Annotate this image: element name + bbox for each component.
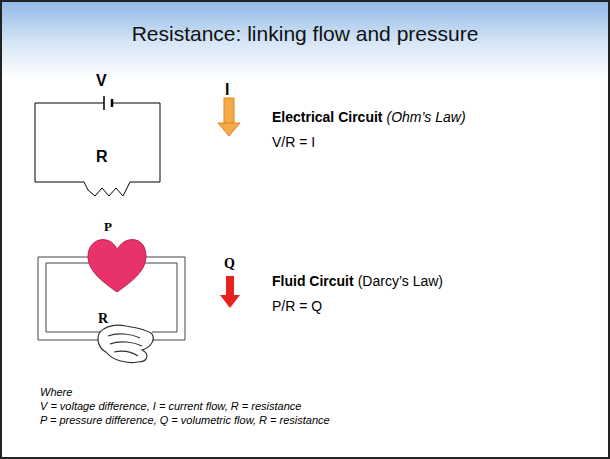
- note-line: P = pressure difference, Q = volumetric …: [40, 414, 330, 427]
- note-heading: Where: [40, 386, 72, 399]
- current-arrow: [218, 98, 240, 136]
- resistor-symbol: [84, 182, 130, 196]
- resistance-vessel: [98, 325, 153, 362]
- flow-label: Q: [224, 256, 235, 272]
- equation: P/R = Q: [272, 298, 322, 314]
- slide-title: Resistance: linking flow and pressure: [0, 22, 610, 46]
- resistance-label: R: [98, 311, 108, 327]
- heart-pump: [88, 240, 146, 292]
- flow-arrow: [220, 276, 240, 308]
- title-band: [0, 0, 610, 80]
- pressure-label: P: [104, 220, 112, 235]
- equation: V/R = I: [272, 134, 315, 150]
- circuit-heading: Electrical Circuit: [272, 109, 383, 125]
- circuit-heading: Fluid Circuit: [272, 273, 354, 289]
- voltage-label: V: [96, 72, 107, 90]
- electrical-circuit: [35, 96, 160, 196]
- note-line: V = voltage difference, I = current flow…: [40, 400, 301, 413]
- law-name: (Ohm’s Law): [387, 109, 466, 125]
- resistance-label: R: [96, 148, 108, 166]
- law-name: (Darcy’s Law): [358, 273, 443, 289]
- current-label: I: [225, 81, 229, 99]
